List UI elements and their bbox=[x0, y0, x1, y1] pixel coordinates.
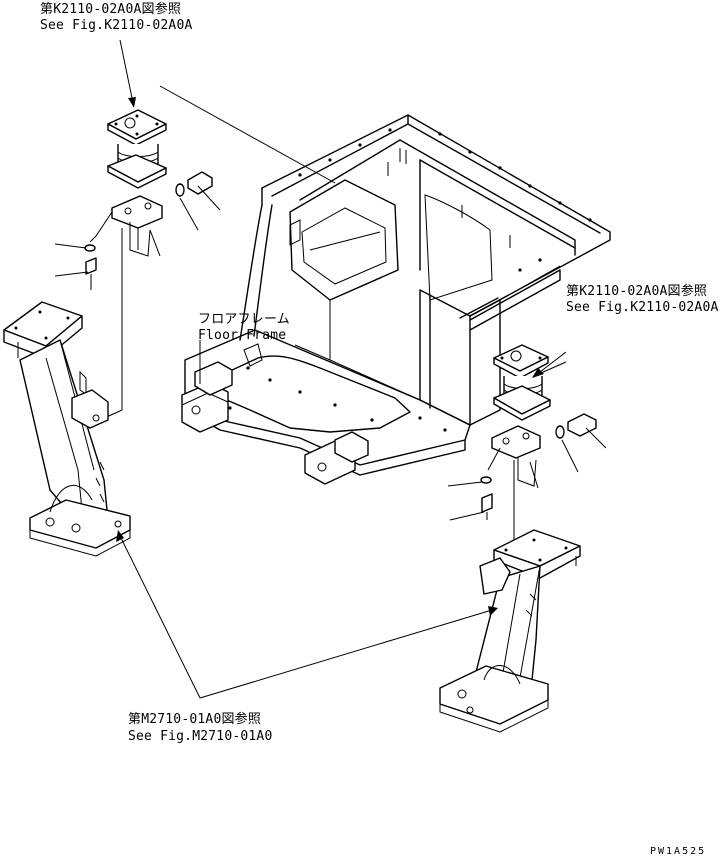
ref-right-en: See Fig.K2110-02A0A bbox=[566, 300, 719, 315]
ref-top-left-en: See Fig.K2110-02A0A bbox=[40, 18, 193, 33]
drawing-code: PW1A525 bbox=[650, 846, 707, 857]
floor-frame-label-en: Floor Frame bbox=[198, 328, 287, 343]
right-support-post bbox=[439, 529, 581, 733]
ref-top-left-jp: 第K2110-02A0A図参照 bbox=[40, 2, 182, 17]
ref-bottom-en: See Fig.M2710-01A0 bbox=[128, 729, 273, 744]
callout-arrows bbox=[116, 39, 567, 699]
right-upper-mount-assembly bbox=[447, 344, 607, 540]
left-upper-mount-assembly bbox=[54, 85, 336, 421]
floor-frame-drawing bbox=[181, 114, 611, 485]
ref-bottom-jp: 第M2710-01A0図参照 bbox=[128, 712, 262, 727]
ref-right-jp: 第K2110-02A0A図参照 bbox=[566, 284, 708, 299]
left-support-post bbox=[3, 301, 131, 557]
floor-frame-label-jp: フロアフレーム bbox=[198, 312, 291, 327]
